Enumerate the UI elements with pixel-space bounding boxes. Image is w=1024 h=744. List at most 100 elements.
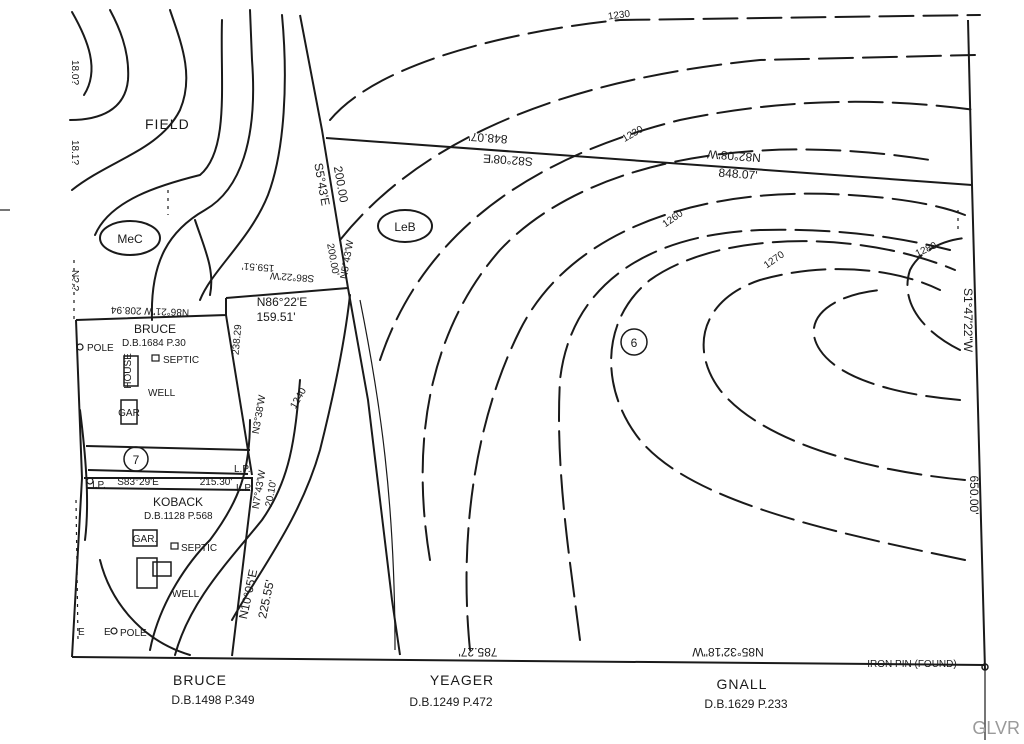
parcel-boundary [325,137,973,186]
parcel-boundary [359,299,396,651]
contour-line [329,14,981,121]
bearing-west-dist: 200.00 [331,165,351,204]
bearing-east-dist: 650.00' [967,476,981,515]
contour-label: 1230 [621,124,646,145]
septic-symbol [151,354,160,362]
bearing-koback-top-dist: 215.30' [200,477,233,488]
bearing-inner-rev-dist: 200.00' [324,243,340,277]
bearing-bruce-top: N86°21'W 208.94 [110,304,189,318]
contour-line [69,9,130,121]
bearing-south-west-dist: 225.55' [255,579,277,620]
koback-lp-2: L.P. [236,483,253,494]
contour-label: 1270 [762,249,787,271]
soil-label-mec: MeC [117,232,143,246]
adjoiner-deed: D.B.1498 P.349 [171,693,255,707]
parcel-boundary [87,469,249,475]
contour-line [194,219,213,296]
contour-line [79,409,89,541]
koback-e-1: E [78,627,85,638]
bearing-top-south: S82°08'E [483,151,534,168]
contour-label: 1260 [661,208,686,230]
bearing-south: N85°32'18"W [692,645,764,659]
soil-oval-mec [99,220,161,256]
contour-label: 1230 [607,9,631,23]
contour-line [71,9,188,191]
parcel-boundary [84,477,253,657]
bearing-top-right-dist: 848.07' [718,166,758,183]
bearing-top-north: 848.07' [468,130,508,147]
parcel-boundary [225,314,253,476]
adjoiner-deed: D.B.1249 P.472 [409,695,493,709]
koback-e-2: E [104,627,111,638]
contour-line [199,14,286,301]
left-edge-label: 18.1? [69,140,80,165]
contour-line [150,9,255,321]
contour-line [94,19,224,236]
bruce-house-label: HOUSE [123,353,134,389]
contour-line [906,237,966,351]
parcel-boundary [71,319,84,658]
watermark: GLVR [972,718,1020,738]
bearing-south-dist: 785.27' [459,645,498,659]
koback-ip: I.P. [92,480,106,491]
soil-oval-leb [377,209,433,243]
iron-pin-marker [981,663,989,671]
iron-pin-label: IRON PIN (FOUND) [867,659,956,670]
ip-marker [86,477,94,485]
bearing-west-line: S5°43'E [311,162,332,207]
bruce-septic-label: SEPTIC [163,355,199,366]
contour-label: 1280 [914,240,939,260]
koback-septic-label: SEPTIC [181,543,217,554]
adjoiner-name: YEAGER [430,672,494,688]
contour-line [558,228,951,641]
bearing-top-right-rev: N82°08'W [706,147,761,165]
left-edge-label: 18.0? [69,60,80,85]
koback-garage-label: GAR. [133,534,157,545]
lot-circle-7 [123,446,149,472]
contour-line [231,294,351,621]
parcel-boundary [85,487,251,491]
septic-symbol [170,542,179,550]
parcel-boundary [299,14,401,656]
adjoiner-name: BRUCE [173,672,227,688]
bearing-koback-east-dist: 20.10' [264,479,280,508]
field-label: FIELD [145,116,190,132]
bearing-koback-top: S83°29'E [117,477,159,488]
contour-line [702,268,966,481]
lot-number-6: 6 [631,336,638,350]
bruce-pole-label: POLE [87,343,114,354]
koback-pole-label: POLE [120,628,147,639]
left-edge-label: N?.? [69,270,80,292]
parcel-boundary [967,19,986,671]
bruce-garage-label: GAR [118,408,140,419]
koback-well-label: WELL [172,589,200,600]
contour-line [174,379,301,656]
contour-label: 1240 [288,386,309,411]
lot-circle-6 [620,328,648,356]
bearing-mid-rev-dist: 159.51' [241,260,274,273]
contour-line [149,419,251,651]
bearing-mid: N86°22'E [257,295,307,309]
koback-garage-symbol [132,529,158,547]
contour-line [465,192,966,651]
contour-line [339,54,976,241]
bruce-parcel-name: BRUCE [134,322,176,336]
adjoiner-deed: D.B.1629 P.233 [704,697,788,711]
pole-symbol [110,627,118,635]
bruce-well-label: WELL [148,388,176,399]
contour-line [610,240,966,561]
parcel-boundary [225,287,349,299]
bearing-east: S1°47'22"W [961,288,975,353]
bearing-mid-rev: S86°22'W [269,269,314,283]
contour-line [812,289,961,401]
koback-parcel-name: KOBACK [153,495,203,509]
soil-label-leb: LeB [394,220,415,234]
adjoiner-name: GNALL [717,676,768,692]
koback-house-symbol [136,557,158,589]
contour-line [71,11,93,96]
bruce-garage-symbol [120,399,138,425]
parcel-boundary [71,656,986,666]
bearing-mid-dist: 159.51' [257,310,296,324]
